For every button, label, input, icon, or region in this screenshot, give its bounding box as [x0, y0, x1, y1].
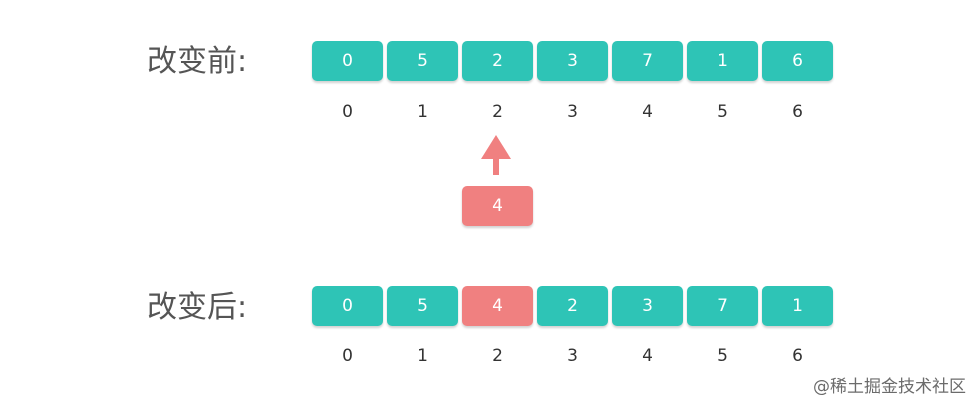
before-index-2: 2	[492, 102, 503, 122]
before-cell-1: 5	[387, 41, 458, 81]
before-cell-0: 0	[312, 41, 383, 81]
watermark: @稀土掘金技术社区	[813, 377, 966, 397]
after-cell-5: 7	[687, 286, 758, 326]
after-array: 0 5 4 2 3 7 1	[312, 286, 837, 326]
after-cell-6: 1	[762, 286, 833, 326]
before-index-4: 4	[642, 102, 653, 122]
after-cell-0: 0	[312, 286, 383, 326]
after-index-2: 2	[492, 346, 503, 366]
after-cell-1: 5	[387, 286, 458, 326]
after-cell-3: 2	[537, 286, 608, 326]
after-index-0: 0	[342, 346, 353, 366]
after-index-4: 4	[642, 346, 653, 366]
before-index-5: 5	[717, 102, 728, 122]
before-cell-4: 7	[612, 41, 683, 81]
after-cell-2: 4	[462, 286, 533, 326]
before-index-0: 0	[342, 102, 353, 122]
before-cell-5: 1	[687, 41, 758, 81]
after-index-3: 3	[567, 346, 578, 366]
arrow-up-icon	[481, 135, 511, 175]
after-label: 改变后:	[147, 290, 248, 325]
after-index-5: 5	[717, 346, 728, 366]
before-index-1: 1	[417, 102, 428, 122]
before-array: 0 5 2 3 7 1 6	[312, 41, 837, 81]
before-index-6: 6	[792, 102, 803, 122]
after-index-1: 1	[417, 346, 428, 366]
insert-cell: 4	[462, 186, 533, 226]
after-cell-4: 3	[612, 286, 683, 326]
before-label: 改变前:	[147, 44, 248, 79]
after-index-6: 6	[792, 346, 803, 366]
before-indices: 0 1 2 3 4 5 6	[312, 100, 837, 124]
before-index-3: 3	[567, 102, 578, 122]
before-cell-2: 2	[462, 41, 533, 81]
before-cell-6: 6	[762, 41, 833, 81]
after-indices: 0 1 2 3 4 5 6	[312, 344, 837, 368]
before-cell-3: 3	[537, 41, 608, 81]
